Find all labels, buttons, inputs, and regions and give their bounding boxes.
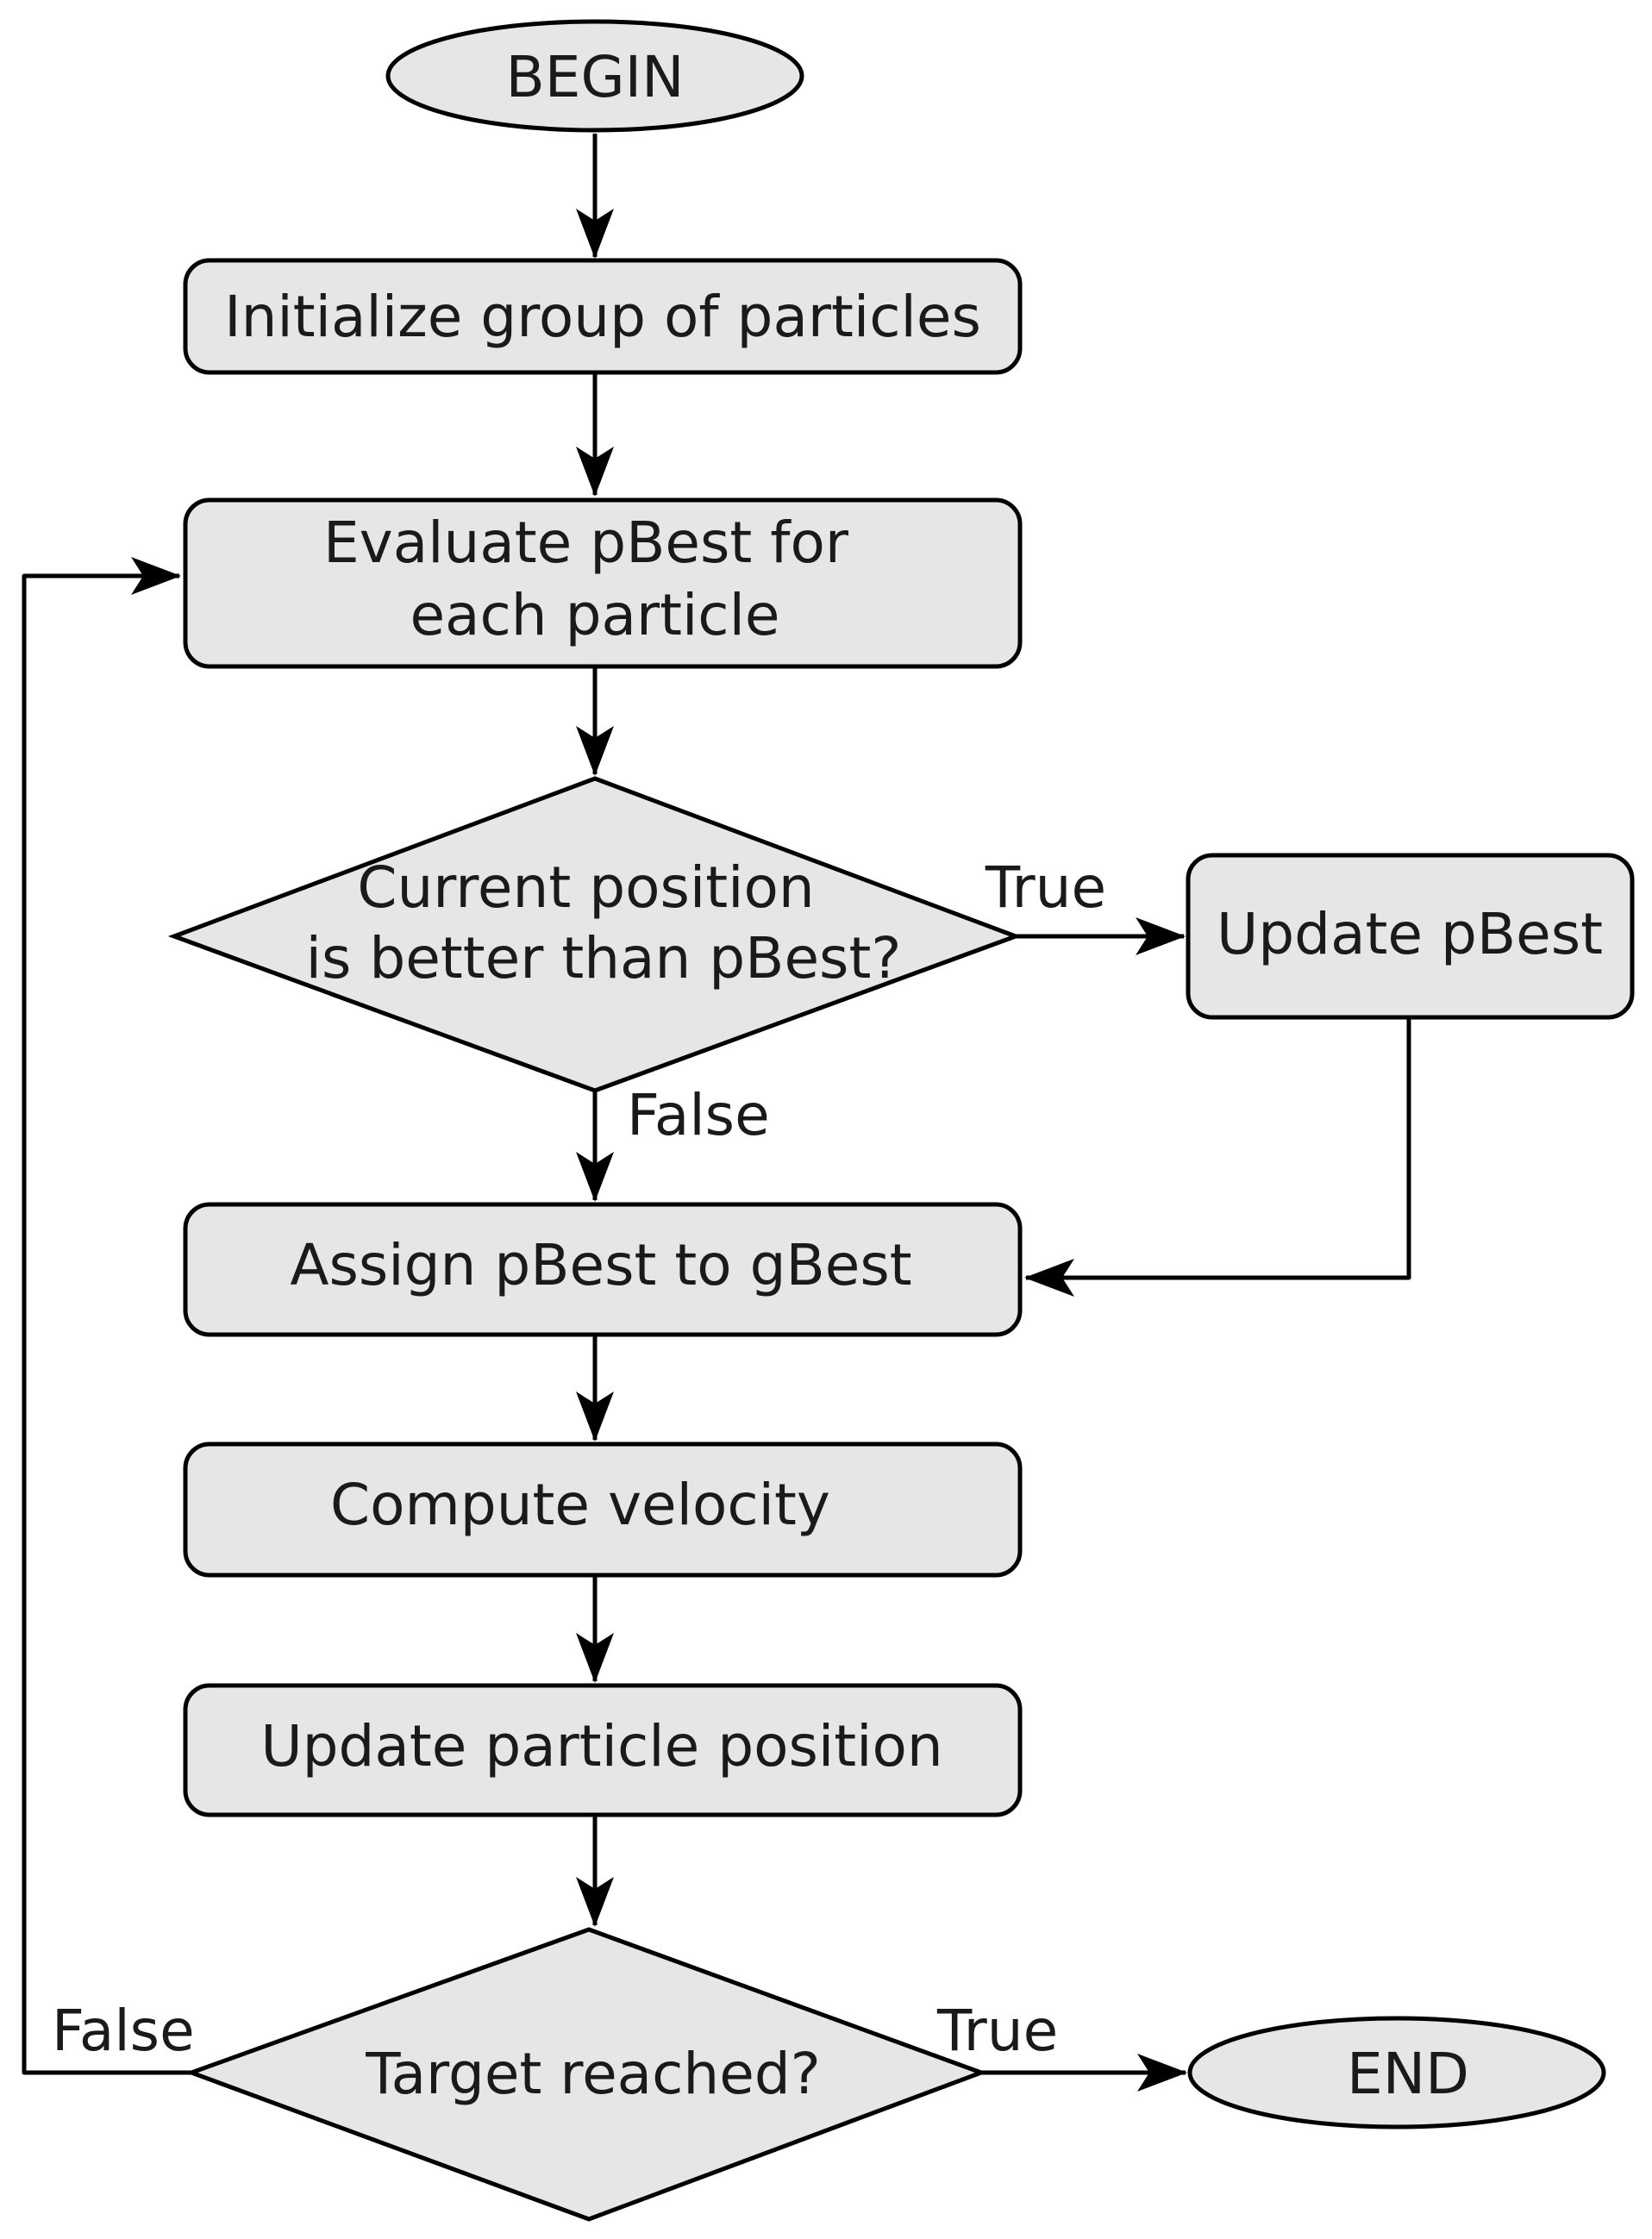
node-decision-position-label-line-1: Current position: [357, 854, 814, 921]
node-evaluate: Evaluate pBest for each particle: [183, 497, 1023, 669]
node-assign: Assign pBest to gBest: [183, 1202, 1023, 1337]
edge-label-position-false: False: [627, 1082, 770, 1148]
node-decision-position: Current position is better than pBest?: [167, 776, 1023, 1093]
node-begin: BEGIN: [385, 19, 804, 133]
node-decision-target: Target reached?: [185, 1927, 988, 2222]
node-update-pbest: Update pBest: [1186, 853, 1635, 1020]
node-end: END: [1187, 2016, 1606, 2130]
node-assign-label: Assign pBest to gBest: [290, 1232, 911, 1298]
node-begin-label: BEGIN: [506, 44, 685, 110]
edge-labels: True False True False: [52, 854, 1106, 2064]
node-initialize-label: Initialize group of particles: [224, 284, 981, 350]
edge-label-position-true: True: [985, 854, 1106, 921]
node-evaluate-label-line-1: Evaluate pBest for: [323, 510, 849, 576]
edges: [22, 134, 1411, 2092]
node-end-label: END: [1347, 2041, 1469, 2107]
node-decision-target-label: Target reached?: [365, 2041, 821, 2107]
node-compute-velocity: Compute velocity: [183, 1442, 1023, 1578]
edge-target-false-loop-to-evaluate: [22, 557, 191, 2075]
node-decision-position-label-line-2: is better than pBest?: [306, 925, 902, 991]
svg-text:Current position is bett: Current position is better than pBest?: [306, 854, 902, 991]
node-compute-velocity-label: Compute velocity: [330, 1472, 830, 1538]
edge-label-target-false: False: [52, 1998, 195, 2064]
svg-text:Evaluate pBest for each: Evaluate pBest for each particle: [323, 510, 867, 648]
node-initialize: Initialize group of particles: [183, 258, 1023, 375]
edge-update-pbest-to-assign: [1024, 1017, 1411, 1297]
node-update-pbest-label: Update pBest: [1217, 901, 1603, 967]
node-evaluate-label-line-2: each particle: [410, 582, 779, 648]
node-update-position: Update particle position: [183, 1683, 1023, 1817]
node-update-position-label: Update particle position: [260, 1713, 942, 1779]
edge-label-target-true: True: [936, 1998, 1058, 2064]
